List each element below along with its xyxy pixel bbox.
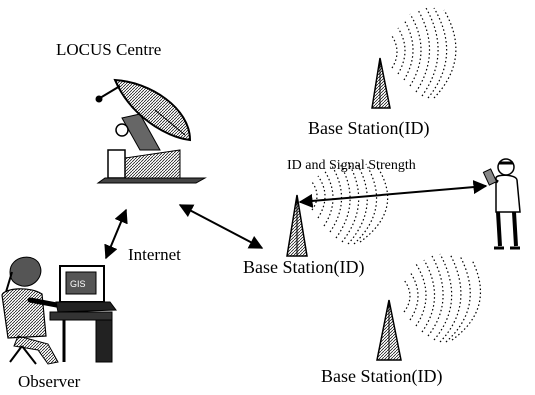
observer-label: Observer: [18, 372, 81, 391]
signal-strength-label: ID and Signal Strength: [287, 158, 416, 173]
centre-basestation-arrow: [178, 204, 264, 249]
locus-centre-label: LOCUS Centre: [56, 40, 162, 59]
antenna-tower-icon: [376, 253, 481, 361]
internet-link-arrow: [104, 208, 128, 260]
satellite-dish-icon: [95, 78, 207, 184]
base-station-mid-label: Base Station(ID): [243, 257, 365, 277]
mobile-user-icon: [482, 158, 521, 250]
antenna-tower-icon: [371, 7, 457, 109]
internet-label: Internet: [128, 245, 181, 264]
observer-computer-icon: GIS: [1, 256, 117, 365]
signal-arrow: [298, 180, 488, 208]
base-station-top-label: Base Station(ID): [308, 118, 430, 138]
antenna-tower-icon: [286, 161, 389, 257]
svg-text:GIS: GIS: [70, 279, 86, 289]
base-station-bottom-label: Base Station(ID): [321, 366, 443, 386]
